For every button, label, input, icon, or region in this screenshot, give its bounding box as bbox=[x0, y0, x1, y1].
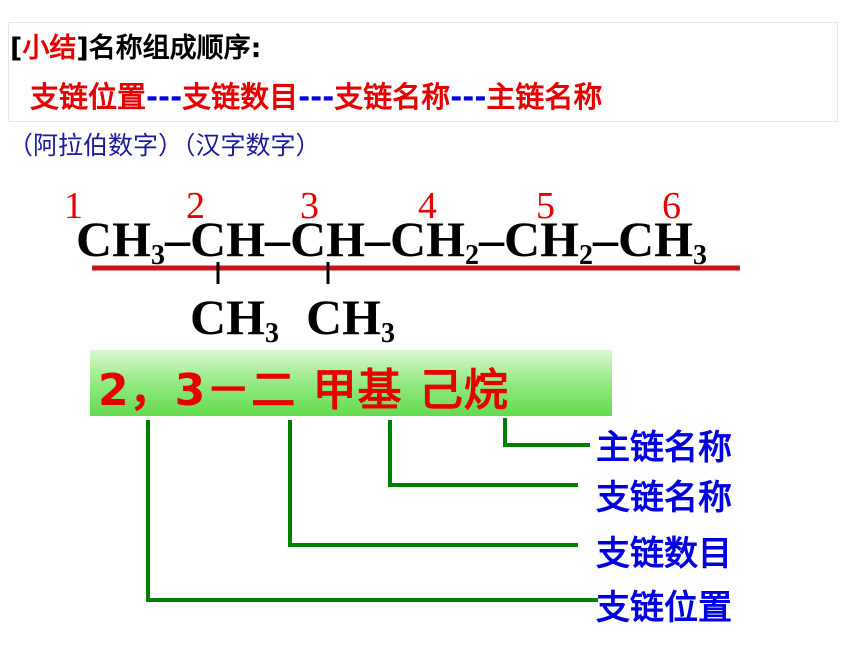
answer-main-name: 己烷 bbox=[418, 365, 509, 416]
carbon-number-4: 4 bbox=[418, 185, 437, 227]
carbon-number-3: 3 bbox=[300, 185, 319, 227]
main-chain-formula: CH3–CH–CH–CH2–CH2–CH3 bbox=[76, 211, 707, 271]
connector-branch-count bbox=[288, 420, 578, 547]
carbon-number-2: 2 bbox=[186, 185, 205, 227]
bracket-open: [ bbox=[10, 33, 23, 64]
answer-count: 二 bbox=[251, 365, 297, 416]
label-branch-count: 支链数目 bbox=[596, 534, 732, 574]
label-branch-name: 支链名称 bbox=[596, 478, 732, 518]
answer-branch-name: 甲基 bbox=[312, 365, 403, 416]
order-part-3: 支链名称 bbox=[334, 80, 451, 114]
order-separator: --- bbox=[146, 80, 183, 114]
naming-order-line: 支链位置---支链数目---支链名称---主链名称 bbox=[30, 74, 602, 116]
summary-title-line: [小结]名称组成顺序: bbox=[10, 26, 262, 65]
chain-group-5: –CH2 bbox=[479, 211, 593, 271]
order-part-4: 主链名称 bbox=[486, 80, 603, 114]
carbon-number-5: 5 bbox=[536, 185, 555, 227]
summary-tag: 小结 bbox=[22, 33, 77, 64]
summary-box bbox=[8, 22, 838, 122]
numeral-note: （阿拉伯数字）（汉字数字） bbox=[8, 131, 321, 160]
branch-methyl-c2: CH3 bbox=[190, 289, 279, 349]
connector-main-name bbox=[503, 418, 590, 447]
answer-dash: － bbox=[206, 365, 252, 416]
chain-group-3: –CH bbox=[265, 211, 365, 267]
label-branch-position: 支链位置 bbox=[596, 588, 732, 628]
bracket-close: ] bbox=[76, 33, 89, 64]
carbon-number-1: 1 bbox=[64, 185, 83, 227]
chain-group-6: –CH3 bbox=[593, 211, 707, 271]
summary-title: 名称组成顺序: bbox=[88, 33, 262, 64]
branch-methyl-c3: CH3 bbox=[306, 289, 395, 349]
chain-group-1: CH3 bbox=[76, 211, 165, 271]
order-separator: --- bbox=[450, 80, 487, 114]
connector-branch-position bbox=[146, 420, 598, 602]
connector-branch-name bbox=[388, 420, 578, 487]
answer-position: 2，3 bbox=[98, 365, 207, 416]
order-part-1: 支链位置 bbox=[30, 80, 147, 114]
label-main-chain-name: 主链名称 bbox=[596, 428, 732, 468]
chain-group-4: –CH2 bbox=[365, 211, 479, 271]
order-part-2: 支链数目 bbox=[182, 80, 299, 114]
compound-name: 2，3－二 甲基 己烷 bbox=[98, 354, 509, 418]
carbon-number-6: 6 bbox=[662, 185, 681, 227]
chain-group-2: –CH bbox=[165, 211, 265, 267]
order-separator: --- bbox=[298, 80, 335, 114]
answer-highlight bbox=[90, 350, 612, 416]
